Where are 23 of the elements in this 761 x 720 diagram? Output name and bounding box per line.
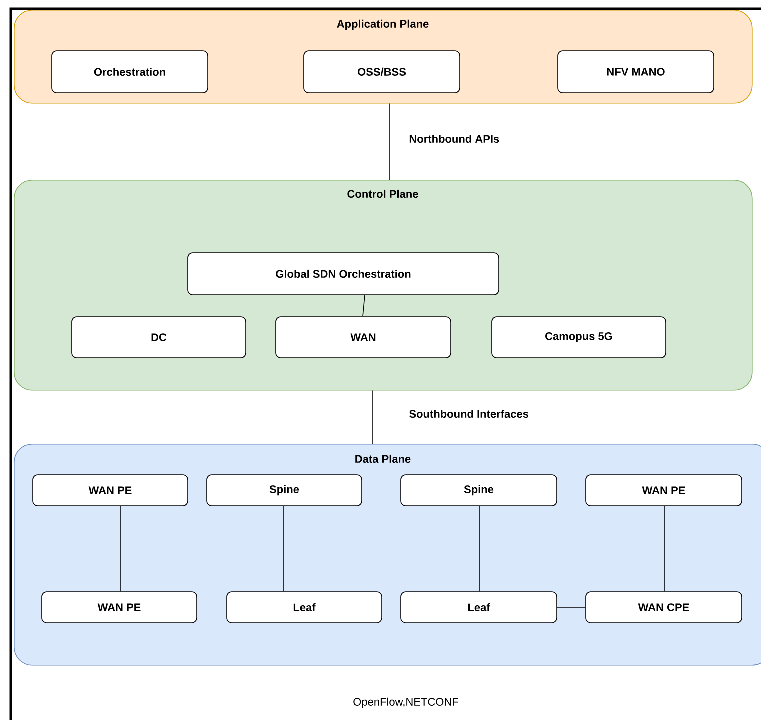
component-box: Orchestration [52, 50, 208, 94]
edge-label: Southbound Interfaces [410, 410, 529, 418]
component-box: Camopus 5G [492, 316, 666, 358]
component-box: NFV MANO [558, 50, 714, 94]
protocol-note: OpenFlow,NETCONF [354, 698, 458, 708]
connector-line [372, 390, 374, 444]
component-box: Spine [206, 474, 362, 506]
component-box: Spine [400, 474, 558, 506]
component-box: WAN PE [586, 474, 742, 506]
component-box: WAN [276, 316, 452, 358]
component-box: WAN PE [32, 474, 188, 506]
component-box: WAN PE [42, 592, 198, 624]
component-box: Global SDN Orchestration [188, 252, 500, 296]
connector-line [557, 607, 586, 608]
connector-line [362, 295, 366, 317]
component-box: OSS/BSS [304, 50, 460, 94]
component-box: DC [72, 316, 246, 358]
connector-line [664, 506, 666, 592]
component-box: Leaf [226, 592, 382, 624]
component-box: WAN CPE [586, 592, 742, 624]
edge-label: Northbound APIs [410, 134, 500, 144]
connector-line [120, 506, 122, 592]
component-box: Leaf [400, 592, 558, 624]
